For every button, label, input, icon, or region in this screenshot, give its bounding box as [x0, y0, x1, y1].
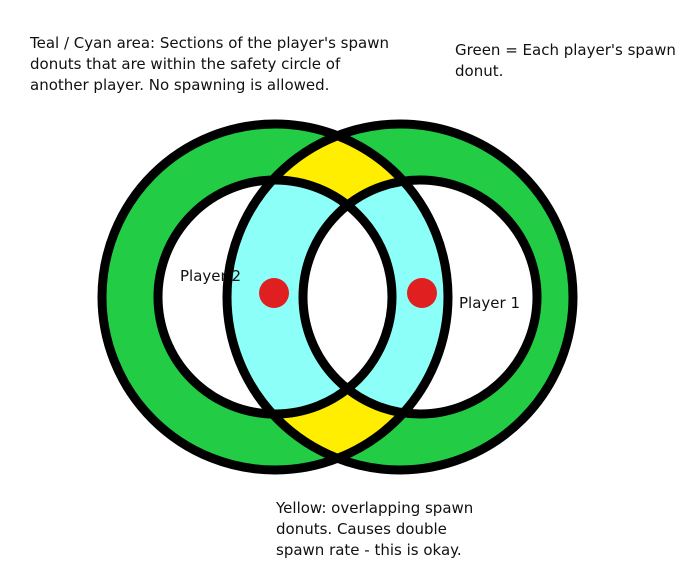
green-note-line-2: donut. [455, 62, 504, 80]
player-2-marker [259, 278, 289, 308]
green-legend-note: Green = Each player's spawn donut. [455, 40, 676, 82]
yellow-note-line-1: Yellow: overlapping spawn [276, 499, 474, 517]
player-1-marker [407, 278, 437, 308]
yellow-legend-note: Yellow: overlapping spawn donuts. Causes… [276, 498, 473, 561]
player-2-label: Player 2 [180, 267, 241, 285]
left-donut-no-spawn-region [303, 180, 448, 414]
teal-note-line-2: donuts that are within the safety circle… [30, 55, 341, 73]
yellow-note-line-3: spawn rate - this is okay. [276, 541, 462, 559]
green-note-line-1: Green = Each player's spawn [455, 41, 676, 59]
right-outer-ring-outline [222, 119, 578, 475]
left-outer-ring-outline [97, 119, 453, 475]
yellow-note-line-2: donuts. Causes double [276, 520, 447, 538]
right-donut-no-spawn-region [227, 180, 392, 414]
right-safety-circle-outline [298, 175, 542, 419]
teal-note-line-3: another player. No spawning is allowed. [30, 76, 330, 94]
left-safety-circle-outline [153, 175, 397, 419]
teal-cyan-legend-note: Teal / Cyan area: Sections of the player… [30, 33, 389, 96]
teal-note-line-1: Teal / Cyan area: Sections of the player… [30, 34, 389, 52]
player-1-label: Player 1 [459, 294, 520, 312]
